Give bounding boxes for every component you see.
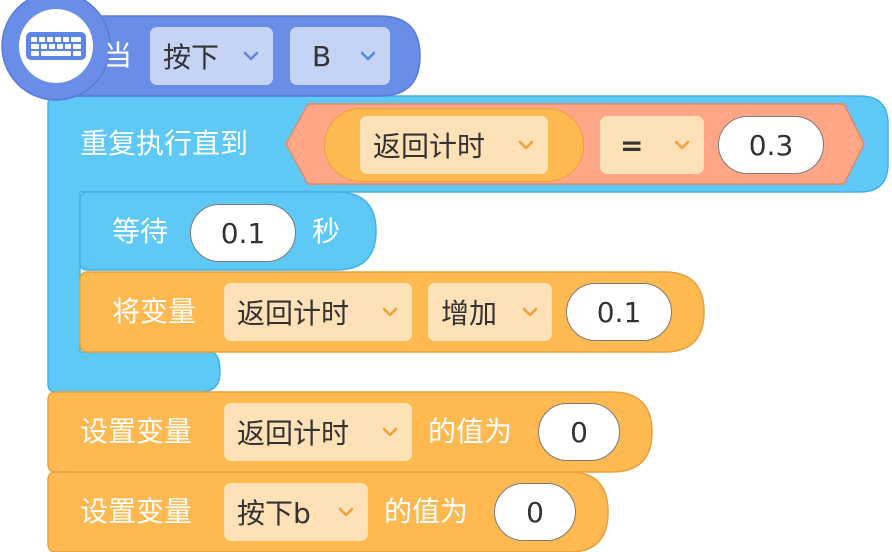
event-key-dropdown[interactable]: B xyxy=(290,27,390,85)
event-when-label: 当 xyxy=(104,39,133,72)
set-variable-1-suffix: 的值为 xyxy=(428,415,513,448)
condition-value-input[interactable]: 0.3 xyxy=(718,116,824,174)
wait-seconds-input[interactable]: 0.1 xyxy=(190,204,296,262)
change-operation-dropdown[interactable]: 增加 xyxy=(428,283,552,341)
condition-operator-dropdown[interactable]: = xyxy=(600,116,704,174)
chevron-down-icon xyxy=(522,307,538,317)
set-variable-2-dropdown[interactable]: 按下b xyxy=(224,483,368,541)
repeat-until-label: 重复执行直到 xyxy=(80,127,249,160)
change-variable-dropdown[interactable]: 返回计时 xyxy=(224,283,412,341)
event-action-text: 按下 xyxy=(163,41,220,74)
set-variable-1-dropdown[interactable]: 返回计时 xyxy=(224,403,412,461)
chevron-down-icon xyxy=(382,307,398,317)
change-variable-text: 返回计时 xyxy=(237,297,350,330)
set-variable-2-suffix: 的值为 xyxy=(384,495,469,528)
set-variable-2-text: 按下b xyxy=(237,497,311,530)
condition-variable-dropdown[interactable]: 返回计时 xyxy=(360,116,548,174)
chevron-down-icon xyxy=(674,140,690,150)
event-key-text: B xyxy=(312,39,332,73)
chevron-down-icon xyxy=(360,51,376,61)
wait-unit-label: 秒 xyxy=(312,215,341,248)
set-variable-1-text: 返回计时 xyxy=(237,417,350,450)
chevron-down-icon xyxy=(518,140,534,150)
condition-operator-text: = xyxy=(620,128,644,162)
event-action-dropdown[interactable]: 按下 xyxy=(150,27,273,85)
chevron-down-icon xyxy=(243,51,259,61)
change-variable-label: 将变量 xyxy=(112,295,197,328)
set-variable-1-label: 设置变量 xyxy=(80,415,193,448)
set-variable-2-label: 设置变量 xyxy=(80,495,193,528)
keyboard-icon xyxy=(26,32,86,60)
chevron-down-icon xyxy=(338,507,354,517)
condition-variable-text: 返回计时 xyxy=(373,130,486,163)
set-variable-2-value-input[interactable]: 0 xyxy=(494,483,576,541)
chevron-down-icon xyxy=(382,427,398,437)
set-variable-1-value-input[interactable]: 0 xyxy=(538,403,620,461)
wait-label: 等待 xyxy=(112,215,169,248)
change-operation-text: 增加 xyxy=(441,297,498,330)
change-value-input[interactable]: 0.1 xyxy=(566,283,672,341)
